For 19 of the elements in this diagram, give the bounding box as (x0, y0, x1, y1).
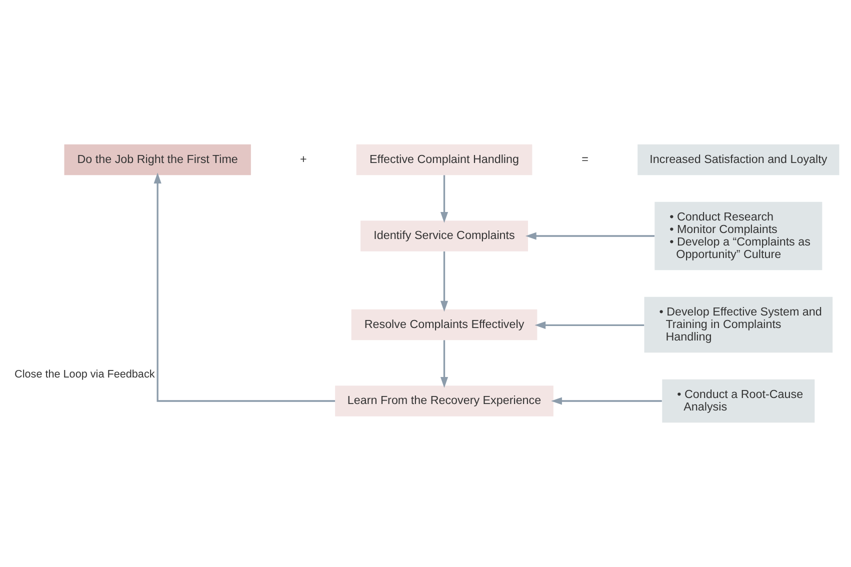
arrow (440, 175, 448, 223)
node-box: Do the Job Right the First Time (64, 144, 251, 176)
label: + (300, 152, 307, 166)
label: = (582, 152, 588, 166)
node-box: Learn From the Recovery Experience (335, 386, 554, 416)
arrow (551, 397, 662, 405)
node-box: Increased Satisfaction and Loyalty (638, 144, 840, 176)
arrow (440, 251, 448, 312)
node-box: • Develop Effective System and Training in Complaints Handling (644, 296, 833, 353)
node-box: • Conduct Research • Monitor Complaints • Develop a “Complaints as Opportunity” Culture (654, 202, 822, 270)
node-box: Identify Service Complaints (360, 220, 528, 252)
node-box: Effective Complaint Handling (356, 144, 532, 176)
arrow (534, 321, 644, 329)
node-box: Resolve Complaints Effectively (351, 309, 538, 340)
arrow (440, 340, 448, 388)
node-box: • Conduct a Root-Cause Analysis (662, 379, 815, 423)
arrow (154, 172, 336, 402)
arrow (525, 232, 655, 240)
edge-label: Close the Loop via Feedback (14, 368, 155, 381)
